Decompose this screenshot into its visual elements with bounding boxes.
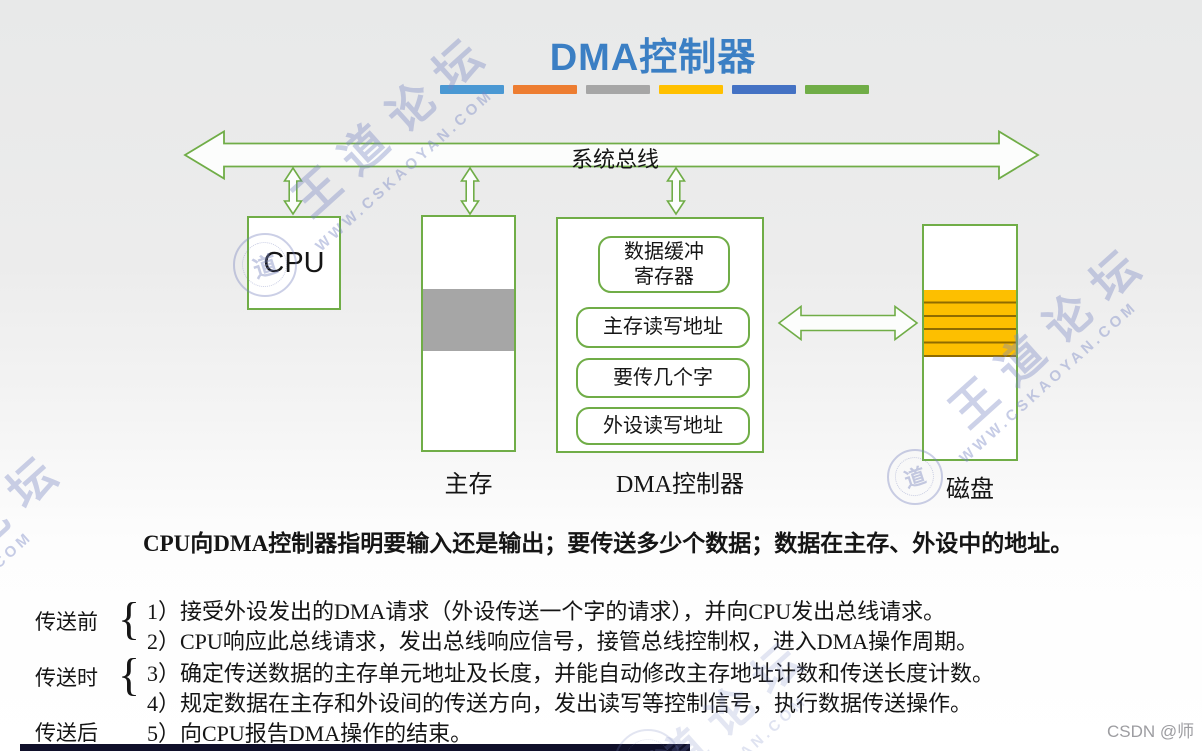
main-memory-data-band — [423, 289, 514, 351]
disk-label: 磁盘 — [946, 477, 994, 503]
memory-bus-arrow — [460, 166, 480, 216]
dma-controller-label: DMA控制器 — [615, 472, 744, 498]
disk-box — [922, 224, 1018, 461]
register-memory-address: 主存读写地址 — [576, 307, 750, 348]
system-bus-arrow — [183, 129, 1040, 181]
page-title: DMA控制器 — [549, 37, 757, 79]
dma-controller-box: 数据缓冲寄存器 主存读写地址 要传几个字 外设读写地址 — [556, 217, 764, 453]
disk-data-band — [924, 290, 1016, 357]
step-item-4: 4）规定数据在主存和外设间的传送方向，发出读写等控制信号，执行数据传送操作。 — [147, 691, 973, 716]
dma-disk-arrow — [777, 304, 919, 342]
step-item-5: 5）向CPU报告DMA操作的结束。 — [147, 721, 473, 746]
csdn-credit: CSDN @师 — [1107, 722, 1195, 741]
cpu-box: CPU — [247, 216, 341, 310]
accent-bar — [659, 85, 723, 94]
register-word-count: 要传几个字 — [576, 358, 750, 398]
accent-bar — [805, 85, 869, 94]
dma-bus-arrow — [666, 166, 686, 216]
main-memory-label: 主存 — [444, 472, 493, 498]
phase-brace-before: { — [118, 593, 141, 644]
main-memory-box — [421, 215, 516, 452]
accent-bar — [440, 85, 504, 94]
step-item-2: 2）CPU响应此总线请求，发出总线响应信号，接管总线控制权，进入DMA操作周期。 — [147, 629, 979, 654]
register-device-address: 外设读写地址 — [576, 407, 750, 445]
phase-brace-during: { — [118, 649, 141, 700]
accent-bar — [586, 85, 650, 94]
accent-bar — [513, 85, 577, 94]
register-data-buffer: 数据缓冲寄存器 — [598, 236, 730, 293]
accent-bars — [440, 85, 870, 94]
step-item-1: 1）接受外设发出的DMA请求（外设传送一个字的请求），并向CPU发出总线请求。 — [147, 599, 946, 624]
step-item-3: 3）确定传送数据的主存单元地址及长度，并能自动修改主存地址计数和传送长度计数。 — [147, 661, 995, 686]
phase-label-after: 传送后 — [35, 721, 98, 745]
system-bus-label: 系统总线 — [570, 147, 659, 172]
phase-label-before: 传送前 — [35, 610, 98, 634]
accent-bar — [732, 85, 796, 94]
phase-label-during: 传送时 — [35, 666, 98, 690]
cpu-label: CPU — [263, 246, 325, 279]
bottom-divider-bar — [20, 744, 690, 751]
description-text: CPU向DMA控制器指明要输入还是输出；要传送多少个数据；数据在主存、外设中的地… — [143, 531, 1074, 556]
cpu-bus-arrow — [283, 166, 303, 216]
